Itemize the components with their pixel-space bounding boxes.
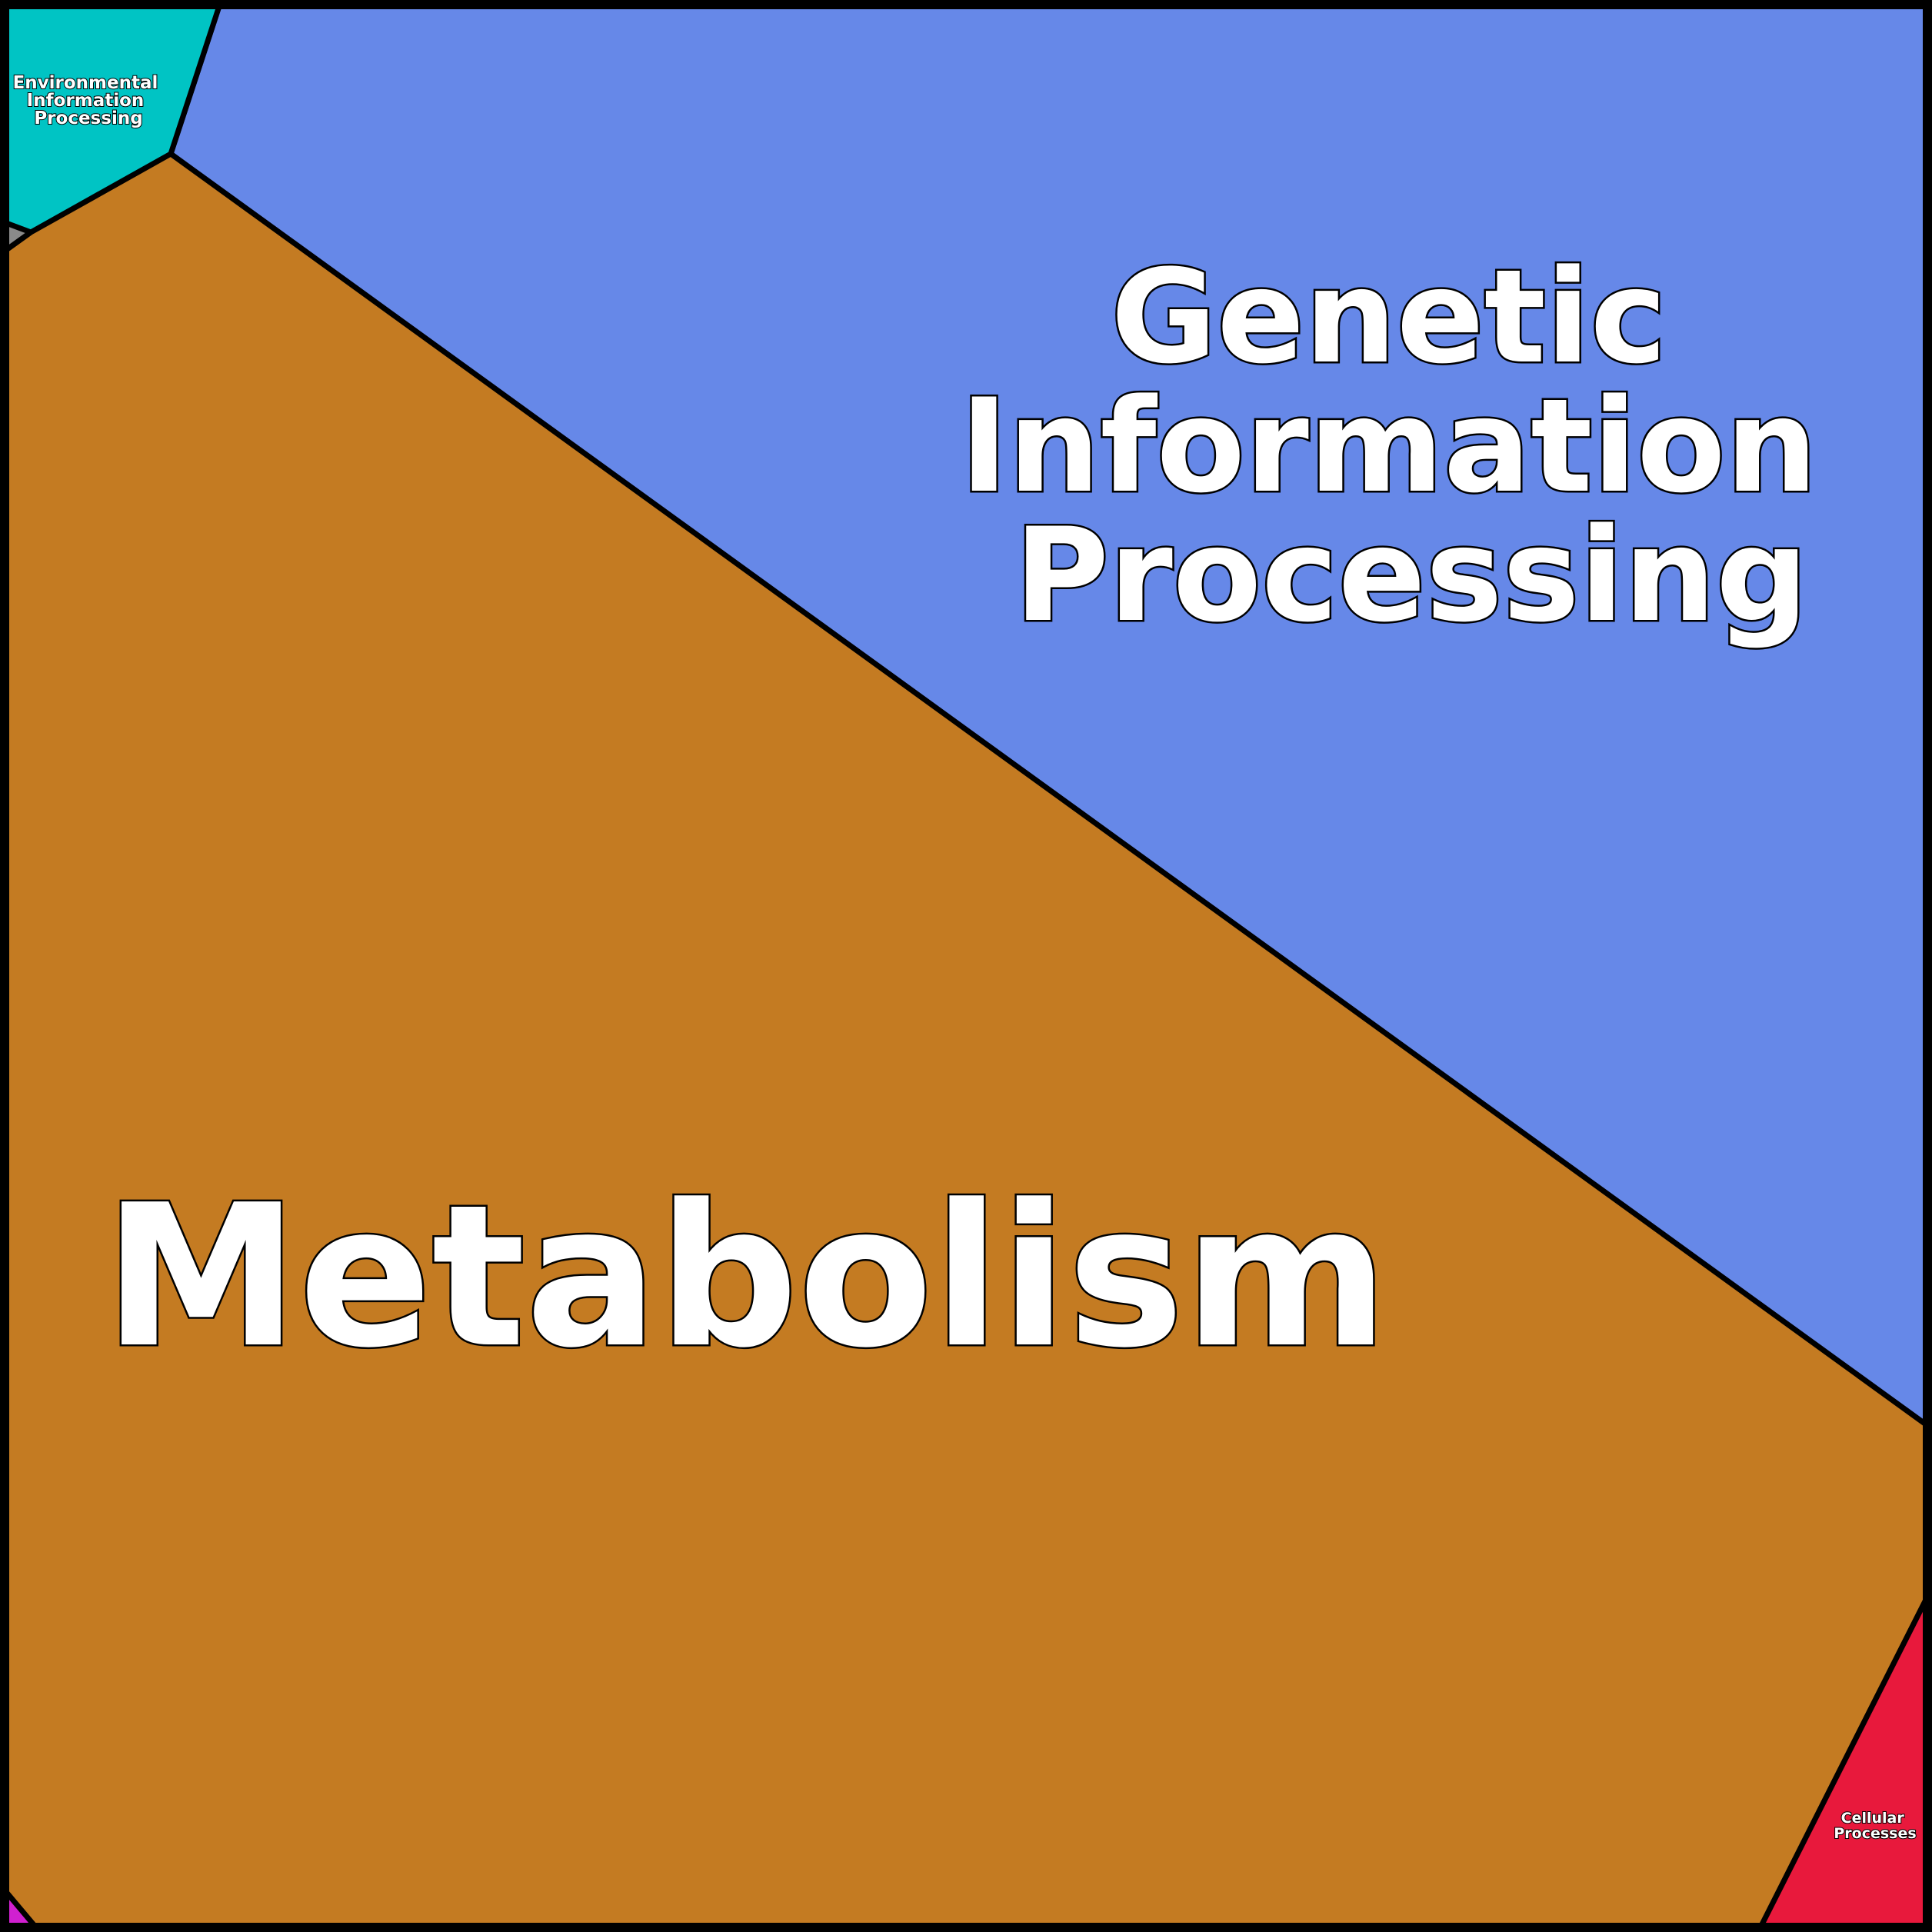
label-environmental: Environmental Information Processing — [13, 73, 165, 128]
label-cellular-line-1: Cellular — [1841, 1810, 1905, 1827]
label-cellular-line-2: Processes — [1834, 1825, 1916, 1842]
label-cellular: Cellular Processes — [1834, 1810, 1916, 1842]
label-genetic: Genetic Information Processing — [960, 242, 1862, 651]
label-metabolism: Metabolism — [104, 1163, 1389, 1391]
label-genetic-line-2: Information — [960, 371, 1817, 521]
label-environmental-line-3: Processing — [34, 108, 142, 128]
label-genetic-line-3: Processing — [1014, 500, 1808, 651]
label-environmental-line-2: Information — [27, 91, 145, 111]
label-environmental-line-1: Environmental — [13, 73, 158, 93]
label-genetic-line-1: Genetic — [1111, 242, 1667, 392]
